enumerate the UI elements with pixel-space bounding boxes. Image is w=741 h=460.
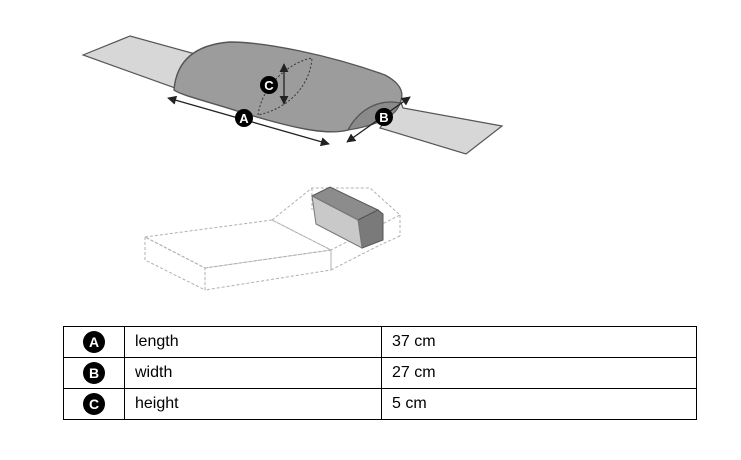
badge-b: B xyxy=(375,108,393,126)
dimensions-table: A length 37 cm B width 27 cm C height 5 … xyxy=(63,326,697,420)
cushion-diagram: A B C xyxy=(81,35,504,291)
badge-b-label: B xyxy=(83,362,105,384)
badge-a: A xyxy=(235,109,253,127)
dimension-letter-cell: B xyxy=(63,357,125,389)
table-row: C height 5 cm xyxy=(63,388,697,420)
placement-cushion xyxy=(310,186,384,249)
dimension-letter-cell: A xyxy=(63,326,125,358)
badge-a-label: A xyxy=(83,331,105,353)
dimension-letter-cell: C xyxy=(63,388,125,420)
dimension-value: 37 cm xyxy=(381,326,697,358)
svg-text:C: C xyxy=(264,78,274,93)
badge-c: C xyxy=(260,76,278,94)
badge-c-label: C xyxy=(83,393,105,415)
table-row: A length 37 cm xyxy=(63,326,697,358)
dimension-name: height xyxy=(124,388,382,420)
table-row: B width 27 cm xyxy=(63,357,697,389)
svg-text:A: A xyxy=(239,111,249,126)
dimension-name: length xyxy=(124,326,382,358)
dimension-name: width xyxy=(124,357,382,389)
svg-text:B: B xyxy=(379,110,388,125)
dimension-value: 27 cm xyxy=(381,357,697,389)
dimension-value: 5 cm xyxy=(381,388,697,420)
